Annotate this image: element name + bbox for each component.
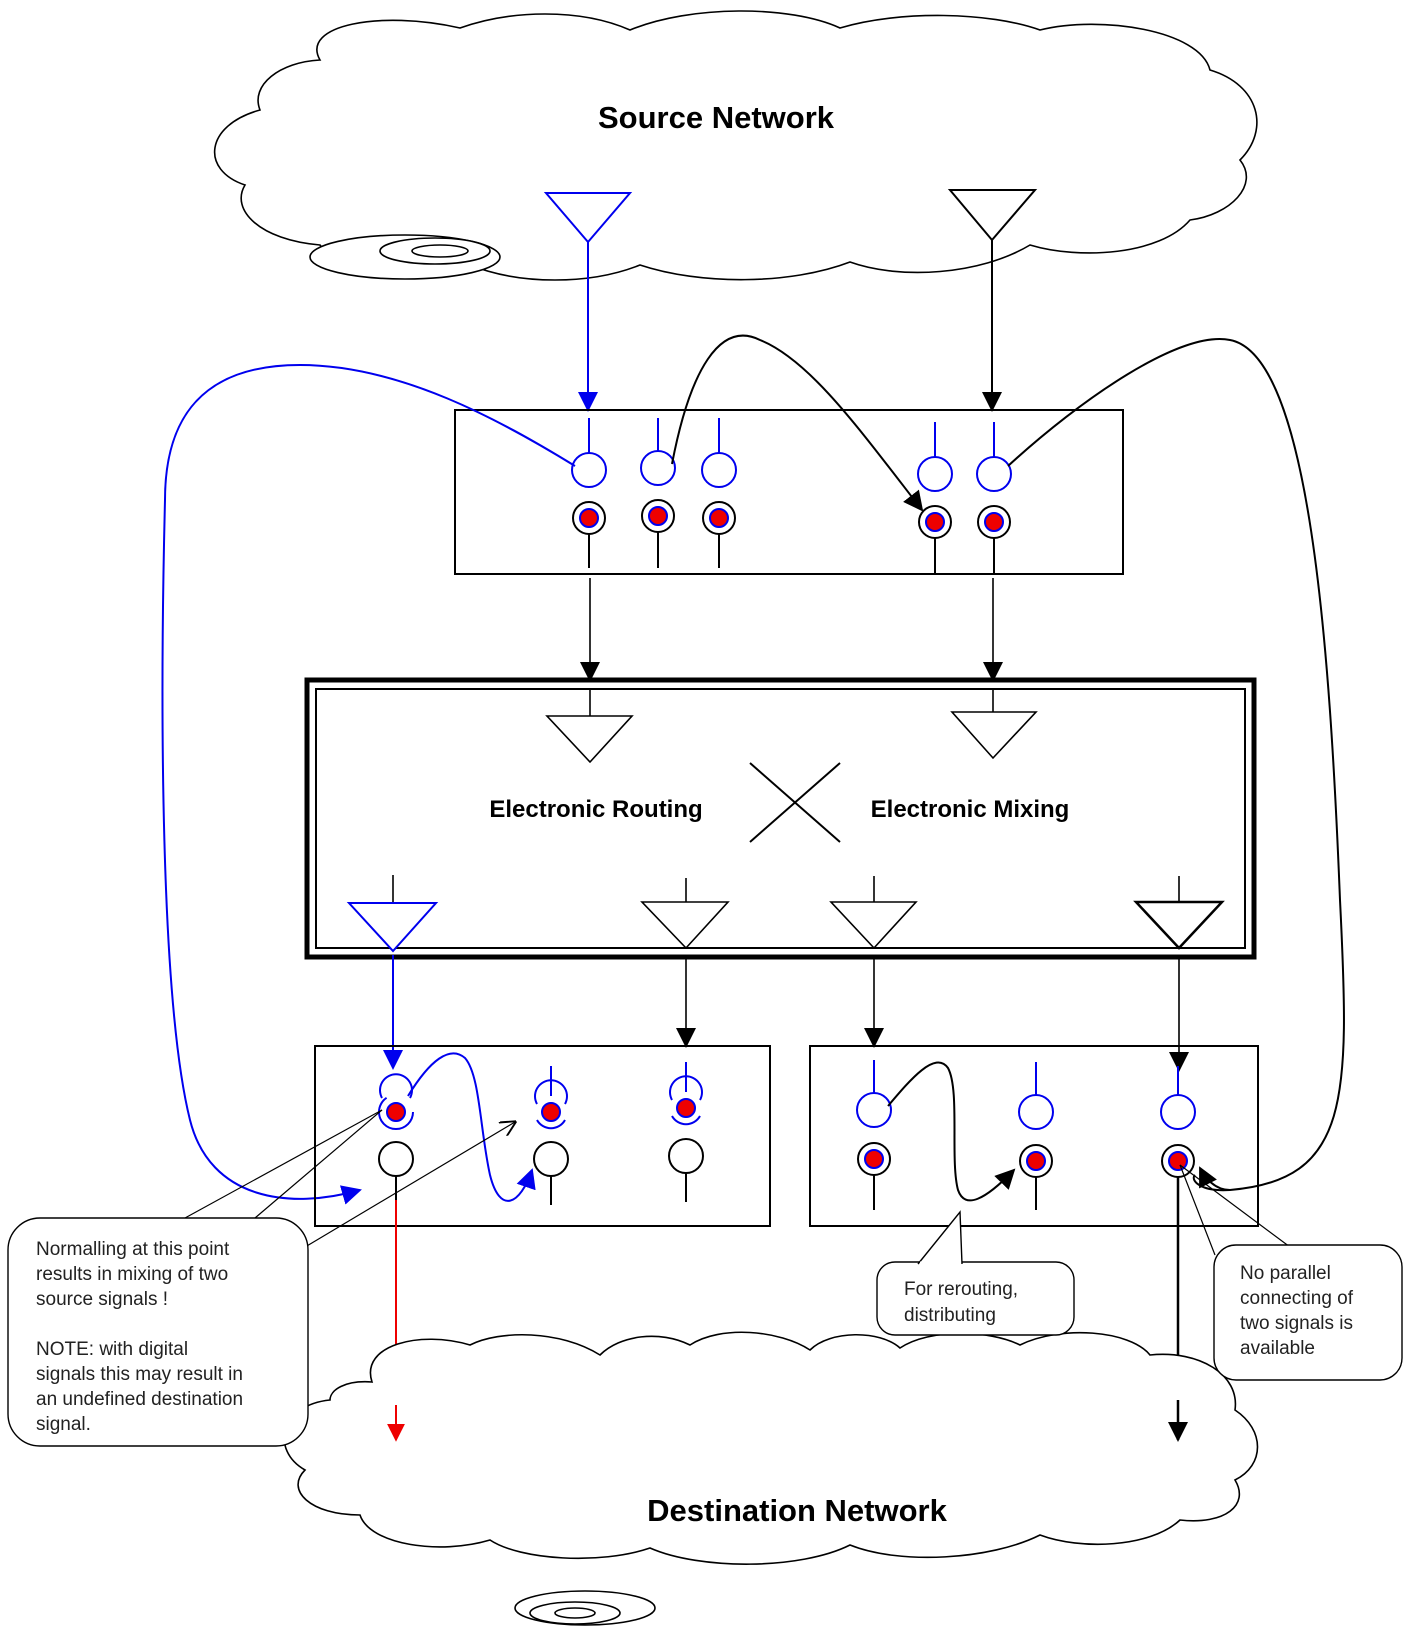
callout-mixing: Normalling at this point results in mixi… <box>7 1109 515 1447</box>
long-blue-cord <box>161 363 576 1205</box>
callout-rerouting: For rerouting, distributing <box>876 1210 1075 1336</box>
destination-network-cloud: Destination Network <box>283 1331 1259 1626</box>
callout-rerouting-text: For rerouting, distributing <box>904 1279 1023 1326</box>
top-jack-1[interactable] <box>571 418 607 568</box>
callout-no-parallel: No parallel connecting of two signals is… <box>1179 1164 1403 1381</box>
callout-mixing-text: Normalling at this point results in mixi… <box>36 1239 248 1435</box>
source-network-label: Source Network <box>598 100 835 135</box>
blue-loop-cord <box>407 1052 536 1202</box>
top-jack-4[interactable] <box>917 422 953 574</box>
callout-no-parallel-text: No parallel connecting of two signals is… <box>1240 1263 1358 1359</box>
top-patch-cord <box>671 334 924 512</box>
br-jack-2[interactable] <box>1018 1062 1054 1210</box>
top-jack-5[interactable] <box>976 422 1012 574</box>
br-jack-3[interactable] <box>1160 1066 1196 1178</box>
br-jack-1[interactable] <box>856 1060 892 1210</box>
bl-jack-3[interactable] <box>668 1062 704 1202</box>
long-black-cord-end <box>1199 1166 1231 1191</box>
rerouting-cord <box>887 1061 1016 1202</box>
top-patch-panel <box>454 409 1124 575</box>
source-network-cloud: Source Network <box>213 10 1258 281</box>
mixing-label: Electronic Mixing <box>871 796 1070 823</box>
bottom-right-patch-panel <box>809 1045 1259 1227</box>
source-antenna-blue <box>543 192 633 412</box>
long-black-cord <box>1007 338 1345 1192</box>
top-jack-3[interactable] <box>701 418 737 568</box>
bottom-left-patch-panel <box>314 1045 771 1227</box>
top-jack-2[interactable] <box>640 418 676 568</box>
source-antenna-black <box>947 189 1038 412</box>
routing-mixing-unit: Electronic Routing Electronic Mixing <box>304 677 1257 960</box>
destination-network-label: Destination Network <box>647 1493 947 1528</box>
bl-jack-1[interactable] <box>378 1073 414 1200</box>
bl-jack-2[interactable] <box>533 1066 569 1205</box>
routing-label: Electronic Routing <box>489 796 702 823</box>
